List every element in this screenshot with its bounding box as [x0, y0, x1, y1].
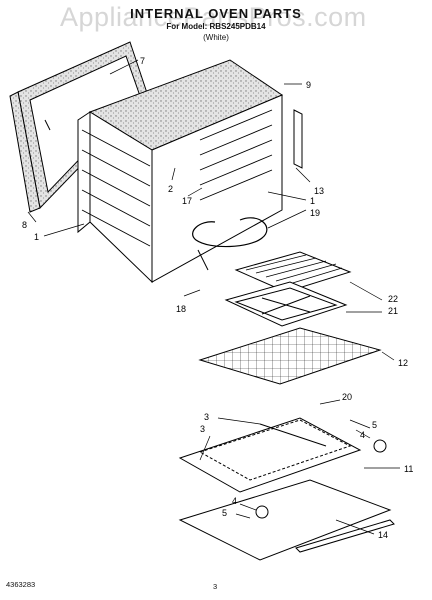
callout-1-left: 1 — [34, 232, 39, 242]
oven-cavity — [77, 59, 284, 284]
callout-21: 21 — [388, 306, 398, 316]
callout-5-right: 5 — [372, 420, 377, 430]
callout-5-left: 5 — [222, 508, 227, 518]
callout-8: 8 — [22, 220, 27, 230]
callout-19: 19 — [310, 208, 320, 218]
callout-4-left: 4 — [232, 496, 237, 506]
callout-18: 18 — [176, 304, 186, 314]
model-number: For Model: RBS245PDB14 — [166, 22, 266, 31]
callout-1-right: 1 — [310, 196, 315, 206]
igniter-right — [373, 439, 387, 453]
callout-11: 11 — [404, 464, 413, 474]
document-number: 4363283 — [6, 580, 36, 589]
igniter-left — [255, 505, 269, 519]
broil-pan — [224, 281, 348, 327]
callout-14: 14 — [378, 530, 388, 540]
callout-4-right: 4 — [360, 430, 365, 440]
callout-3-left: 3 — [200, 424, 205, 434]
callout-12: 12 — [398, 358, 408, 368]
callout-20: 20 — [342, 392, 352, 402]
watermark: AppliancePartsPros.com — [60, 2, 367, 32]
rack-support — [293, 109, 303, 169]
page-title: INTERNAL OVEN PARTS — [130, 6, 302, 21]
broil-pan-grid — [234, 251, 352, 293]
page-number: 3 — [213, 582, 218, 591]
trim-strip-14 — [295, 519, 395, 553]
color-variant: (White) — [203, 33, 229, 42]
callout-7: 7 — [140, 56, 145, 66]
callout-13: 13 — [314, 186, 324, 196]
callout-9: 9 — [306, 80, 311, 90]
callout-22: 22 — [388, 294, 398, 304]
callout-2: 2 — [168, 184, 173, 194]
oven-rack — [198, 327, 382, 385]
lower-panel — [178, 479, 392, 561]
bottom-baffle — [178, 417, 362, 493]
callout-17: 17 — [182, 196, 192, 206]
callout-3-top: 3 — [204, 412, 209, 422]
bake-element — [192, 217, 268, 248]
